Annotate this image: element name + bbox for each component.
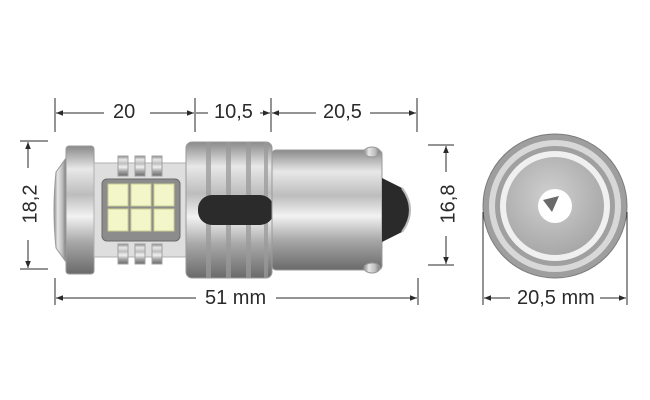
dim-head-diameter: 18,2 xyxy=(19,181,41,227)
bulb-side-view xyxy=(53,141,411,279)
dim-heatsink-length: 10,5 xyxy=(211,102,256,122)
contact-hole xyxy=(538,189,572,223)
lens-cap xyxy=(53,156,67,264)
dim-lens-length: 20 xyxy=(110,102,139,122)
bayonet-pin-bottom xyxy=(363,262,381,274)
heatsink-slot xyxy=(198,195,274,225)
base-contact xyxy=(382,178,410,242)
dim-total-length: 51 mm xyxy=(202,288,270,308)
dim-base-diameter: 16,8 xyxy=(437,181,459,227)
dim-base-length: 20,5 xyxy=(320,102,365,122)
dimension-lines xyxy=(20,98,628,305)
bulb-end-view xyxy=(482,133,628,279)
bayonet-pin-top xyxy=(363,146,381,158)
top-fins xyxy=(117,155,163,265)
base-shell xyxy=(271,149,383,271)
lens-ring xyxy=(65,145,95,275)
led-chips xyxy=(107,183,175,232)
dim-end-diameter: 20,5 mm xyxy=(514,288,598,308)
contact-tip xyxy=(543,196,559,212)
